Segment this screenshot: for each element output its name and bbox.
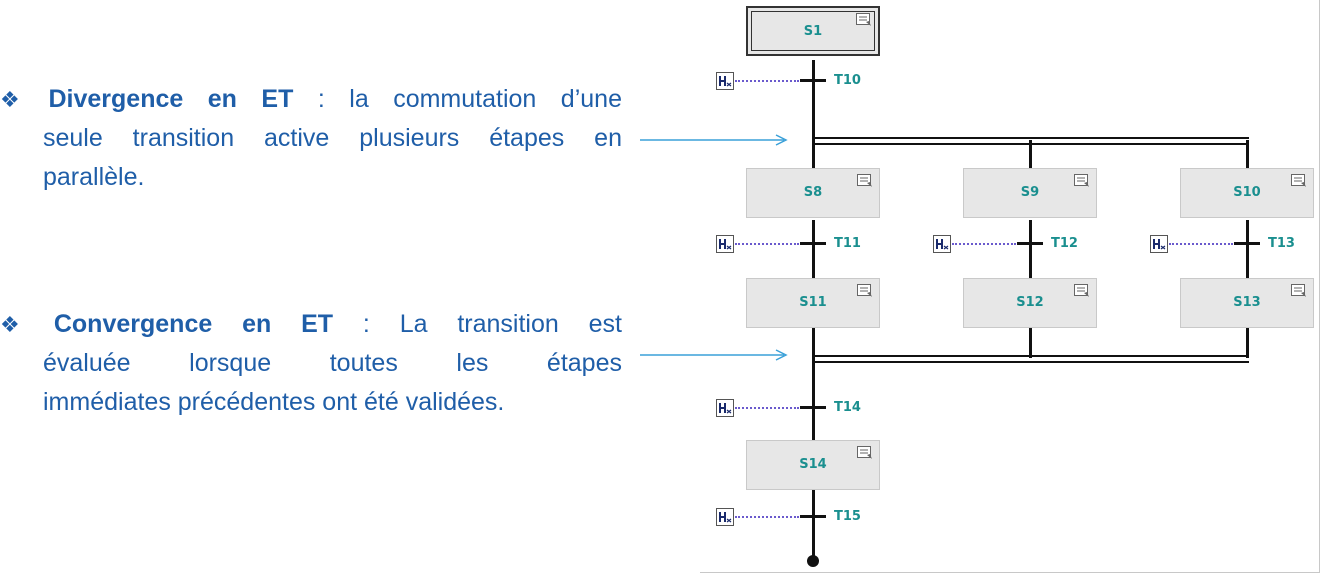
convergence-bullet: ❖ Convergence en ET : La transition est …: [0, 305, 622, 422]
end-connector-icon[interactable]: [807, 555, 819, 567]
convergence-bar-bottom: [812, 361, 1249, 363]
divergence-term: Divergence en ET: [48, 85, 294, 113]
convergence-line-1: ❖ Convergence en ET : La transition est: [0, 305, 622, 344]
divergence-bar-bottom: [812, 143, 1249, 145]
comment-icon[interactable]: [857, 284, 873, 298]
convergence-bar-top: [812, 355, 1249, 357]
comment-icon[interactable]: [1074, 284, 1090, 298]
step-label: S11: [799, 295, 827, 310]
step-s12[interactable]: S12: [963, 278, 1097, 328]
link-div-s10: [1246, 140, 1249, 168]
convergence-arrow-icon: [640, 349, 788, 361]
link-div-s9: [1029, 140, 1032, 168]
step-label: S1: [803, 24, 823, 39]
transition-t13[interactable]: [1234, 242, 1260, 245]
divergence-line-2: seule transition active plusieurs étapes…: [43, 124, 622, 152]
link-s12-conv: [1029, 328, 1032, 358]
transition-t10[interactable]: [800, 79, 826, 82]
diamond-bullet-icon: ❖: [0, 312, 20, 337]
step-s8[interactable]: S8: [746, 168, 880, 218]
divergence-bullet: ❖ Divergence en ET : la commutation d’un…: [0, 80, 622, 197]
step-s10[interactable]: S10: [1180, 168, 1314, 218]
transition-label: T14: [834, 400, 861, 415]
condition-link: [735, 516, 799, 518]
step-label: S9: [1020, 185, 1040, 200]
condition-icon[interactable]: [933, 235, 951, 253]
comment-icon[interactable]: [1291, 284, 1307, 298]
transition-label: T15: [834, 509, 861, 524]
condition-link: [735, 243, 799, 245]
divergence-arrow-icon: [640, 134, 788, 146]
step-s9[interactable]: S9: [963, 168, 1097, 218]
transition-t15[interactable]: [800, 515, 826, 518]
step-s11[interactable]: S11: [746, 278, 880, 328]
transition-t11[interactable]: [800, 242, 826, 245]
step-s13[interactable]: S13: [1180, 278, 1314, 328]
comment-icon[interactable]: [1291, 174, 1307, 188]
comment-icon[interactable]: [1074, 174, 1090, 188]
divergence-line-1-text: : la commutation d’une: [293, 85, 622, 113]
initial-step-frame: [751, 11, 875, 51]
condition-link: [735, 407, 799, 409]
convergence-line-3: immédiates précédentes ont été validées.: [43, 388, 505, 416]
convergence-line-1-text: : La transition est: [333, 310, 622, 338]
condition-icon[interactable]: [716, 399, 734, 417]
transition-t12[interactable]: [1017, 242, 1043, 245]
convergence-term: Convergence en ET: [53, 310, 334, 338]
transition-label: T12: [1051, 236, 1078, 251]
transition-label: T13: [1268, 236, 1295, 251]
comment-icon[interactable]: [857, 446, 873, 460]
condition-icon[interactable]: [1150, 235, 1168, 253]
link-s11-conv: [812, 328, 815, 358]
link-s1-t10: [812, 60, 815, 140]
link-s8-s11: [812, 220, 815, 278]
link-div-s8: [812, 140, 815, 168]
step-s1[interactable]: S1: [746, 6, 880, 56]
diamond-bullet-icon: ❖: [0, 87, 20, 112]
divergence-line-3: parallèle.: [43, 163, 145, 191]
step-label: S8: [803, 185, 823, 200]
condition-link: [1169, 243, 1233, 245]
step-label: S12: [1016, 295, 1044, 310]
convergence-line-2: évaluée lorsque toutes les étapes: [43, 349, 622, 377]
link-s9-s12: [1029, 220, 1032, 278]
divergence-bar-top: [812, 137, 1249, 139]
condition-icon[interactable]: [716, 72, 734, 90]
comment-icon[interactable]: [857, 174, 873, 188]
comment-icon[interactable]: [856, 13, 872, 27]
condition-link: [735, 80, 799, 82]
condition-link: [952, 243, 1016, 245]
step-label: S10: [1233, 185, 1261, 200]
step-label: S13: [1233, 295, 1261, 310]
link-s14-end: [812, 490, 815, 562]
step-label: S14: [799, 457, 827, 472]
step-s14[interactable]: S14: [746, 440, 880, 490]
link-s13-conv: [1246, 328, 1249, 358]
link-conv-s14: [812, 358, 815, 440]
condition-icon[interactable]: [716, 235, 734, 253]
transition-t14[interactable]: [800, 406, 826, 409]
condition-icon[interactable]: [716, 508, 734, 526]
transition-label: T11: [834, 236, 861, 251]
link-s10-s13: [1246, 220, 1249, 278]
divergence-line-1: ❖ Divergence en ET : la commutation d’un…: [0, 80, 622, 119]
transition-label: T10: [834, 73, 861, 88]
